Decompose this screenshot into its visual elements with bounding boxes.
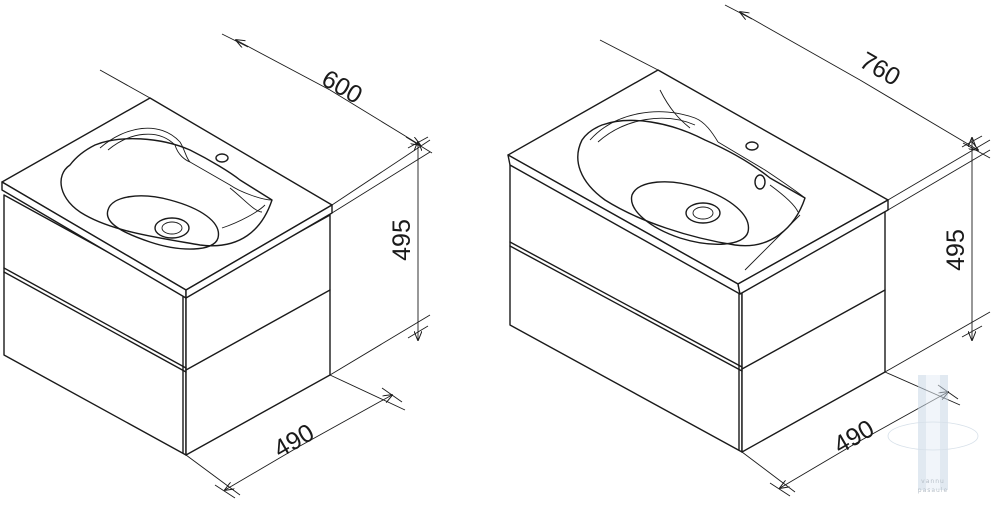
- dimension-height-495: 495: [329, 136, 431, 376]
- dimension-height-495: 495: [884, 135, 991, 373]
- watermark-line1: vannu: [921, 478, 945, 485]
- drain-icon: [685, 202, 721, 224]
- depth-label: 490: [269, 419, 319, 464]
- drawer-divider: [3, 267, 187, 369]
- height-label: 495: [942, 229, 970, 271]
- sink-bowl: [577, 89, 806, 271]
- depth-label: 490: [829, 415, 879, 460]
- sink-bowl: [60, 127, 273, 250]
- tap-hole-icon: [215, 153, 229, 163]
- drain-icon: [154, 217, 190, 239]
- height-label: 495: [388, 219, 416, 261]
- width-label: 600: [317, 65, 367, 110]
- vanity-unit-600: 600 495 490: [1, 33, 433, 499]
- drawer-divider: [509, 241, 743, 368]
- width-label: 760: [855, 47, 905, 92]
- vanity-unit-760: 760 495 490: [507, 4, 991, 497]
- watermark-line2: pasaule: [918, 487, 948, 494]
- watermark-logo: vannu pasaule: [887, 375, 979, 494]
- tap-hole-icon: [745, 141, 759, 151]
- overflow-hole-icon: [754, 174, 766, 190]
